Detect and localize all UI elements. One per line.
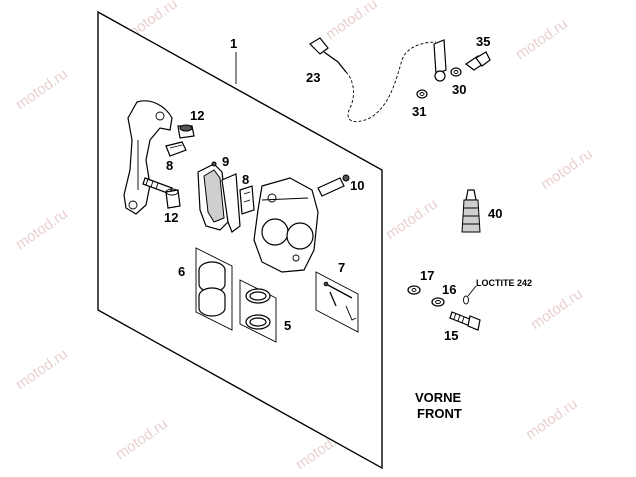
assembly-panel xyxy=(97,10,383,470)
callout-35: 35 xyxy=(476,34,490,49)
callout-1: 1 xyxy=(230,36,237,51)
washer-16 xyxy=(431,297,445,307)
watermark: motod.ru xyxy=(538,145,596,193)
callout-15: 15 xyxy=(444,328,458,343)
loctite-label: LOCTITE 242 xyxy=(476,278,532,288)
pad-clip-8-right xyxy=(239,185,255,215)
callout-12-lower: 12 xyxy=(164,210,178,225)
callout-8-left: 8 xyxy=(166,158,173,173)
callout-17: 17 xyxy=(420,268,434,283)
callout-9: 9 xyxy=(222,154,229,169)
callout-8-right: 8 xyxy=(242,172,249,187)
caliper-body xyxy=(253,177,319,273)
pistons-6 xyxy=(195,247,233,331)
boot-12-lower xyxy=(165,188,181,209)
watermark: motod.ru xyxy=(323,0,381,43)
callout-10: 10 xyxy=(350,178,364,193)
washer-17 xyxy=(407,285,421,295)
watermark: motod.ru xyxy=(523,395,581,443)
callout-7: 7 xyxy=(338,260,345,275)
watermark: motod.ru xyxy=(13,205,71,253)
callout-16: 16 xyxy=(442,282,456,297)
direction-front: FRONT xyxy=(417,406,462,421)
watermark: motod.ru xyxy=(13,65,71,113)
banjo-bolt-35 xyxy=(464,51,491,71)
loctite-drop xyxy=(463,285,477,305)
callout-31: 31 xyxy=(412,104,426,119)
callout-5: 5 xyxy=(284,318,291,333)
piston-seals-5 xyxy=(239,279,277,343)
callout-12-upper: 12 xyxy=(190,108,204,123)
brake-hose-23 xyxy=(309,37,437,122)
bleeder-valve-10 xyxy=(317,174,350,197)
watermark: motod.ru xyxy=(513,15,571,63)
pad-pin-kit-7 xyxy=(315,271,359,333)
banjo-fitting xyxy=(433,39,447,82)
loctite-bottle-40 xyxy=(461,189,481,233)
direction-vorne: VORNE xyxy=(415,390,462,405)
callout-23: 23 xyxy=(306,70,320,85)
caliper-bracket xyxy=(123,100,173,215)
brake-pads-9 xyxy=(197,161,241,233)
watermark: motod.ru xyxy=(13,345,71,393)
callout-6: 6 xyxy=(178,264,185,279)
boot-12-upper xyxy=(177,124,195,139)
bolt-15 xyxy=(449,311,481,331)
watermark: motod.ru xyxy=(528,285,586,333)
washer-31 xyxy=(416,89,428,99)
callout-30: 30 xyxy=(452,82,466,97)
watermark: motod.ru xyxy=(383,195,441,243)
watermark: motod.ru xyxy=(113,415,171,463)
callout-40: 40 xyxy=(488,206,502,221)
pad-clip-8-left xyxy=(165,141,187,157)
washer-30 xyxy=(450,67,462,77)
